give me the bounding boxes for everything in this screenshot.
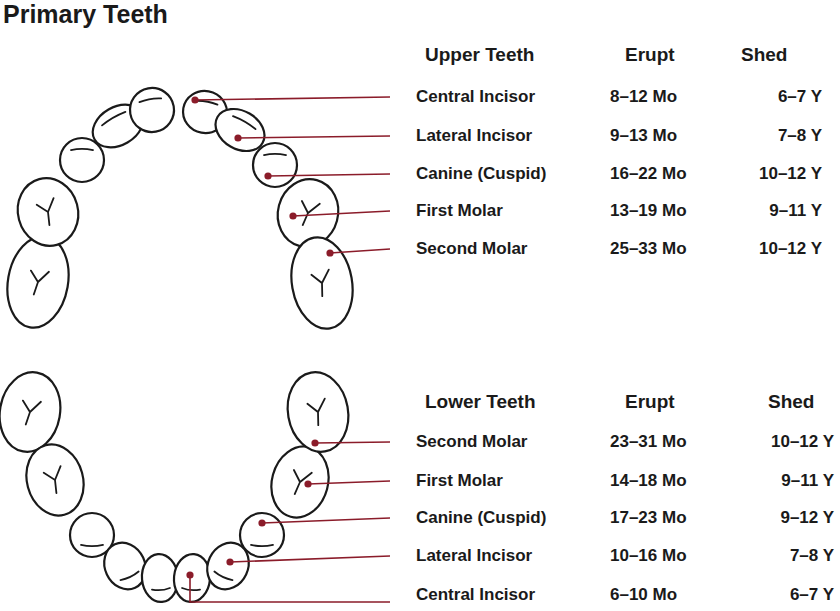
- tooth-groove: [101, 111, 125, 125]
- tooth-outline: [240, 513, 284, 557]
- tooth-groove: [311, 270, 333, 298]
- tooth-groove: [71, 149, 93, 150]
- tooth-groove: [264, 154, 286, 155]
- tooth-groove: [27, 269, 49, 297]
- tooth-groove: [36, 198, 60, 227]
- erupt-age: 10–16 Mo: [610, 547, 687, 566]
- shed-age: 9–11 Y: [781, 472, 834, 491]
- erupt-age: 6–10 Mo: [610, 586, 677, 605]
- leader-dot: [289, 212, 296, 219]
- leader-line: [262, 518, 390, 523]
- erupt-age: 14–18 Mo: [610, 472, 687, 491]
- erupt-age: 9–13 Mo: [610, 127, 677, 146]
- erupt-age: 25–33 Mo: [610, 240, 687, 259]
- tooth-groove: [19, 399, 41, 427]
- erupt-age: 23–31 Mo: [610, 433, 687, 452]
- shed-age: 7–8 Y: [778, 127, 822, 146]
- shed-age: 6–7 Y: [790, 586, 834, 605]
- tooth-groove: [307, 399, 329, 427]
- table-header: Lower Teeth: [425, 392, 536, 413]
- erupt-age: 8–12 Mo: [610, 88, 677, 107]
- table-header: Shed: [768, 392, 814, 413]
- leader-dot: [304, 480, 311, 487]
- tooth-groove: [121, 572, 140, 582]
- leader-dot: [234, 134, 241, 141]
- tooth-name: Lateral Incisor: [416, 547, 532, 566]
- leader-dot: [226, 558, 233, 565]
- leader-line: [230, 556, 390, 562]
- leader-dot: [258, 519, 265, 526]
- shed-age: 6–7 Y: [778, 88, 822, 107]
- erupt-age: 16–22 Mo: [610, 165, 687, 184]
- tooth-name: Second Molar: [416, 433, 527, 452]
- erupt-age: 13–19 Mo: [610, 202, 687, 221]
- tooth-name: Canine (Cuspid): [416, 165, 546, 184]
- shed-age: 10–12 Y: [771, 433, 834, 452]
- table-header: Erupt: [625, 45, 675, 66]
- shed-age: 7–8 Y: [790, 547, 834, 566]
- leader-line: [268, 174, 390, 176]
- tooth-groove: [81, 545, 103, 546]
- table-header: Shed: [741, 45, 787, 66]
- tooth-outline: [264, 440, 337, 524]
- tooth-groove: [296, 199, 320, 228]
- leader-line: [330, 249, 390, 253]
- tooth-groove: [139, 97, 161, 102]
- tooth-name: Lateral Incisor: [416, 127, 532, 146]
- tooth-outline: [60, 138, 104, 182]
- tooth-outline: [284, 232, 359, 333]
- leader-line: [238, 136, 390, 138]
- tooth-outline: [127, 85, 178, 136]
- table-header: Upper Teeth: [425, 45, 534, 66]
- tooth-name: Second Molar: [416, 240, 527, 259]
- tooth-outline: [10, 171, 86, 252]
- leader-dot: [311, 439, 318, 446]
- leader-dot: [186, 571, 193, 578]
- leader-dot: [264, 172, 271, 179]
- leader-line: [195, 97, 390, 100]
- tooth-groove: [43, 466, 67, 495]
- tooth-outline: [253, 143, 297, 187]
- leader-line: [308, 481, 390, 484]
- tooth-outline: [0, 367, 66, 456]
- tooth-groove: [152, 588, 170, 591]
- shed-age: 9–12 Y: [780, 509, 834, 528]
- tooth-name: Canine (Cuspid): [416, 509, 546, 528]
- tooth-name: First Molar: [416, 472, 503, 491]
- table-header: Erupt: [625, 392, 675, 413]
- tooth-groove: [251, 545, 273, 546]
- tooth-outline: [172, 553, 212, 604]
- tooth-name: First Molar: [416, 202, 503, 221]
- leader-line: [190, 575, 390, 602]
- tooth-groove: [288, 468, 312, 497]
- shed-age: 10–12 Y: [759, 240, 822, 259]
- shed-age: 10–12 Y: [759, 165, 822, 184]
- tooth-outline: [0, 231, 75, 332]
- tooth-groove: [214, 572, 233, 582]
- erupt-age: 17–23 Mo: [610, 509, 687, 528]
- tooth-groove: [182, 588, 200, 591]
- tooth-outline: [19, 438, 92, 522]
- leader-dot: [326, 249, 333, 256]
- leader-line: [293, 211, 390, 216]
- tooth-name: Central Incisor: [416, 586, 535, 605]
- shed-age: 9–11 Y: [769, 202, 822, 221]
- leader-dot: [191, 96, 198, 103]
- leader-line: [315, 442, 390, 443]
- chart-title: Primary Teeth: [3, 1, 168, 29]
- tooth-groove: [233, 115, 256, 129]
- tooth-name: Central Incisor: [416, 88, 535, 107]
